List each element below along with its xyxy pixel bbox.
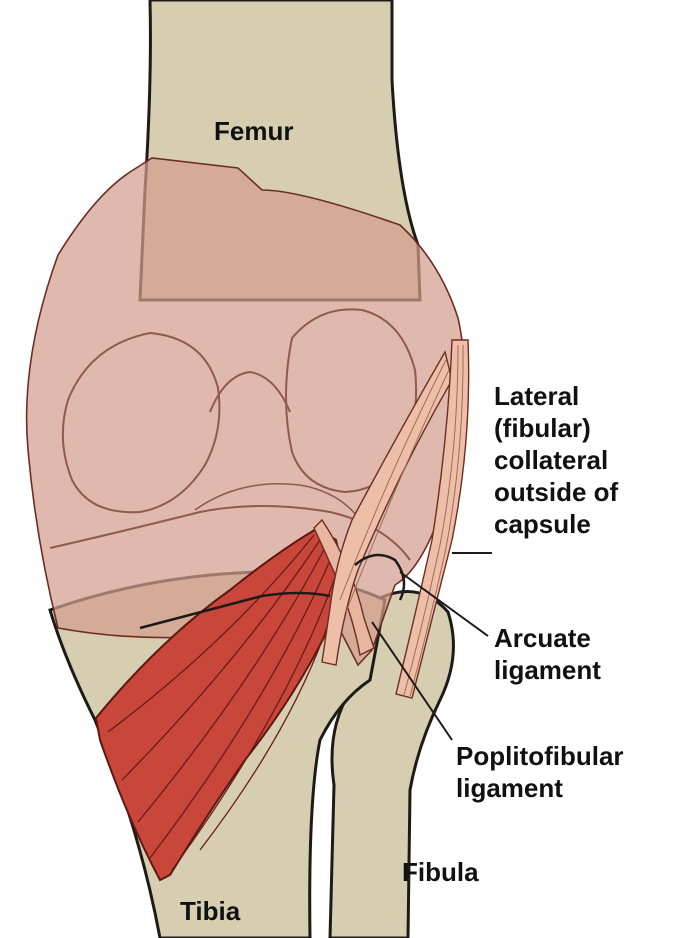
label-popliteofibular-line-1: Poplitofibular [456, 740, 624, 772]
label-popliteofibular-ligament: Poplitofibular ligament [456, 740, 624, 804]
label-lateral-collateral-line-3: collateral [494, 444, 618, 476]
label-arcuate-line-2: ligament [494, 654, 601, 686]
label-femur: Femur [214, 115, 293, 147]
label-lateral-collateral-line-2: (fibular) [494, 412, 618, 444]
label-popliteofibular-line-2: ligament [456, 772, 624, 804]
label-lateral-collateral-line-1: Lateral [494, 380, 618, 412]
label-arcuate-line-1: Arcuate [494, 622, 601, 654]
label-lateral-collateral-line-4: outside of [494, 476, 618, 508]
label-fibula: Fibula [402, 856, 479, 888]
label-arcuate-ligament: Arcuate ligament [494, 622, 601, 686]
label-lateral-collateral-line-5: capsule [494, 508, 618, 540]
label-lateral-collateral: Lateral (fibular) collateral outside of … [494, 380, 618, 540]
label-tibia: Tibia [180, 895, 240, 927]
